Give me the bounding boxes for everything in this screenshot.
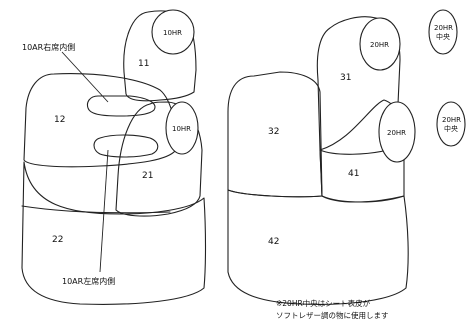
usage-note-line2: ソフトレザー調の物に使用します: [276, 311, 389, 320]
headrest-20hr-top-label: 20HR: [370, 41, 389, 49]
seat-divider: [319, 149, 323, 197]
headrest-20hr-top-outline: [359, 17, 401, 71]
seat-part-42-outline: [227, 189, 409, 305]
headrest-10hr-top-outline: [151, 9, 195, 55]
leader-right-inner: [61, 51, 109, 103]
right-seat-group: 31 32 41 42 20HR 20HR: [227, 16, 416, 305]
headrest-20hr-mid-outline: [378, 101, 416, 163]
headrest-10hr-right-label: 10HR: [172, 125, 191, 133]
usage-note-line1: ※20HR中央はシート表皮が: [276, 299, 371, 308]
usage-note: ※20HR中央はシート表皮が ソフトレザー調の物に使用します: [276, 298, 464, 322]
headrest-10hr-top-label: 10HR: [163, 29, 182, 37]
seat-part-21-outline: [115, 101, 203, 217]
seat-part-32-label: 32: [268, 127, 279, 137]
armrest-left-inner-outline: [93, 134, 159, 158]
headrest-20hr-center-top-label: 20HR 中央: [434, 24, 455, 41]
seat-part-11-label: 11: [138, 59, 149, 69]
headrest-20hr-center-mid-outline: [436, 101, 466, 147]
headrest-10hr-right-outline: [165, 101, 199, 155]
seat-part-22-outline: [21, 161, 207, 305]
seat-part-12-outline: [23, 73, 177, 168]
separate-headrests: 20HR 中央 20HR 中央: [428, 9, 466, 147]
seat-part-12-label: 12: [54, 115, 65, 125]
seat-part-22-label: 22: [52, 235, 63, 245]
headrest-20hr-mid-label: 20HR: [387, 129, 406, 137]
leader-left-inner: [99, 149, 109, 273]
seat-part-31-label: 31: [340, 73, 351, 83]
left-seat-group: 11 12 21 22 10HR 10HR 10AR右席内側 10AR左席内側: [21, 9, 207, 305]
seat-part-42-label: 42: [268, 237, 279, 247]
seat-part-41-label: 41: [348, 169, 359, 179]
callout-left-inner: 10AR左席内側: [62, 276, 115, 286]
seat-part-21-label: 21: [142, 171, 153, 181]
headrest-20hr-center-mid-label: 20HR 中央: [442, 116, 463, 133]
cushion-seam: [21, 205, 171, 214]
callout-right-inner: 10AR右席内側: [22, 42, 75, 52]
headrest-20hr-center-top-outline: [428, 9, 458, 55]
